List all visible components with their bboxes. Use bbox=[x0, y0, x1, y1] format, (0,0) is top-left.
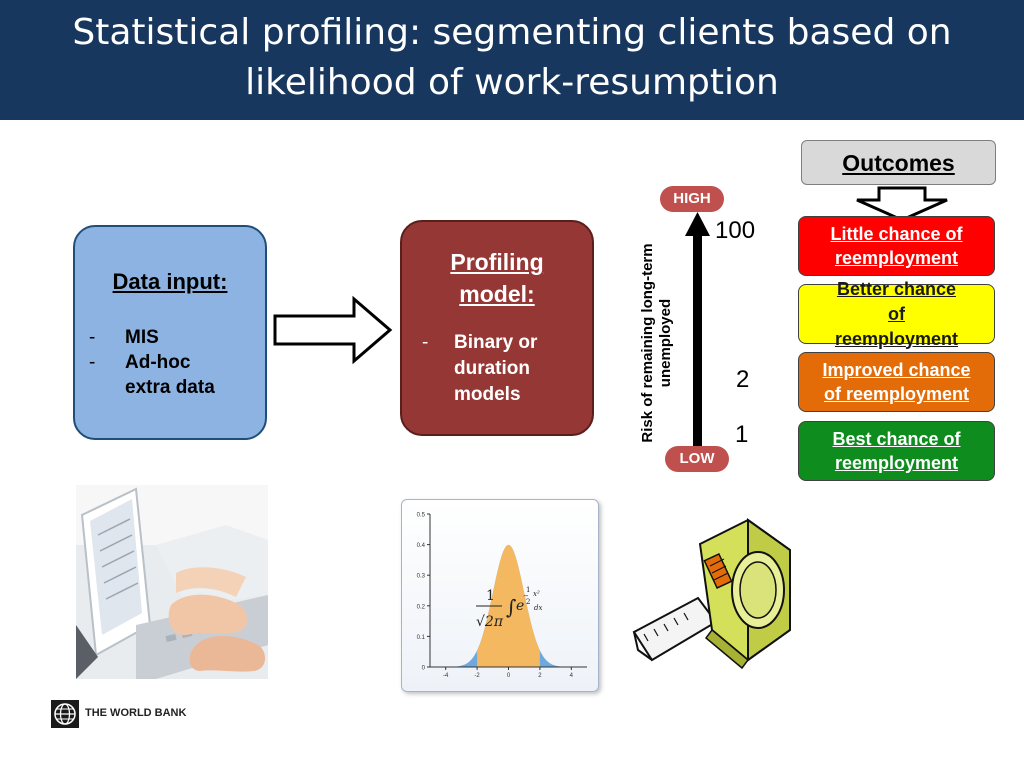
formula-glyph: 2 bbox=[526, 598, 530, 606]
formula-glyph: − bbox=[523, 592, 529, 600]
tape-measure-icon bbox=[632, 518, 791, 670]
data-input-heading: Data input: bbox=[112, 269, 228, 294]
profiling-model-heading: Profiling model: bbox=[450, 249, 544, 307]
chart-center-area bbox=[477, 544, 540, 667]
y-tick-label: 0.2 bbox=[417, 604, 426, 610]
formula-glyph: 1 bbox=[486, 588, 495, 604]
formula-glyph: x² bbox=[533, 590, 540, 598]
list-item: duration bbox=[454, 358, 530, 379]
title-line-1: Statistical profiling: segmenting client… bbox=[72, 12, 952, 53]
list-item: -Ad-hoc bbox=[89, 352, 191, 373]
down-arrow-icon bbox=[856, 186, 948, 222]
slide-title: Statistical profiling: segmenting client… bbox=[40, 8, 984, 108]
data-input-list: -MIS -Ad-hoc extra data bbox=[75, 325, 265, 400]
scale-value-2: 2 bbox=[736, 366, 750, 393]
outcome-improved-chance: Improved chance of reemployment bbox=[798, 352, 995, 412]
formula-glyph: dx bbox=[534, 604, 542, 612]
list-item: -MIS bbox=[89, 327, 159, 348]
y-tick-label: 0.1 bbox=[417, 635, 426, 641]
x-tick-label: -4 bbox=[443, 673, 449, 679]
x-tick-label: 0 bbox=[507, 673, 511, 679]
list-item: extra data bbox=[125, 377, 215, 398]
scale-value-1: 1 bbox=[735, 421, 749, 448]
profiling-model-box: Profiling model: -Binary or duration mod… bbox=[400, 220, 594, 436]
outcome-little-chance: Little chance of reemployment bbox=[798, 216, 995, 276]
low-badge: LOW bbox=[665, 446, 729, 472]
typing-hands-photo bbox=[76, 485, 268, 679]
data-input-box: Data input: -MIS -Ad-hoc extra data bbox=[73, 225, 267, 440]
world-bank-globe-icon bbox=[51, 700, 79, 728]
risk-axis-label: Risk of remaining long-term unemployed bbox=[639, 243, 674, 443]
y-tick-label: 0.5 bbox=[417, 513, 426, 519]
formula-glyph: ∫ bbox=[506, 595, 516, 619]
world-bank-wordmark: THE WORLD BANK bbox=[85, 707, 187, 719]
list-item: -Binary or bbox=[422, 332, 538, 353]
x-tick-label: 4 bbox=[570, 673, 574, 679]
outcome-better-chance: Better chance of reemployment bbox=[798, 279, 995, 349]
formula-glyph: e bbox=[516, 598, 524, 614]
formula-glyph: √2π bbox=[476, 614, 504, 630]
x-tick-label: -2 bbox=[474, 673, 480, 679]
high-badge: HIGH bbox=[660, 186, 724, 212]
y-tick-label: 0.4 bbox=[417, 543, 426, 549]
title-line-2: likelihood of work-resumption bbox=[245, 62, 779, 103]
up-arrow-icon bbox=[685, 212, 710, 452]
x-tick-label: 2 bbox=[538, 673, 542, 679]
y-tick-label: 0.3 bbox=[417, 574, 426, 580]
y-tick-label: 0 bbox=[422, 666, 426, 672]
list-item: models bbox=[454, 384, 521, 405]
title-banner bbox=[0, 0, 1024, 120]
outcome-best-chance: Best chance of reemployment bbox=[798, 421, 995, 481]
formula-glyph: 1 bbox=[526, 586, 530, 594]
profiling-model-list: -Binary or duration models bbox=[402, 330, 592, 408]
right-arrow-icon bbox=[273, 295, 393, 365]
outcomes-header: Outcomes bbox=[801, 140, 996, 185]
scale-value-100: 100 bbox=[715, 217, 756, 244]
